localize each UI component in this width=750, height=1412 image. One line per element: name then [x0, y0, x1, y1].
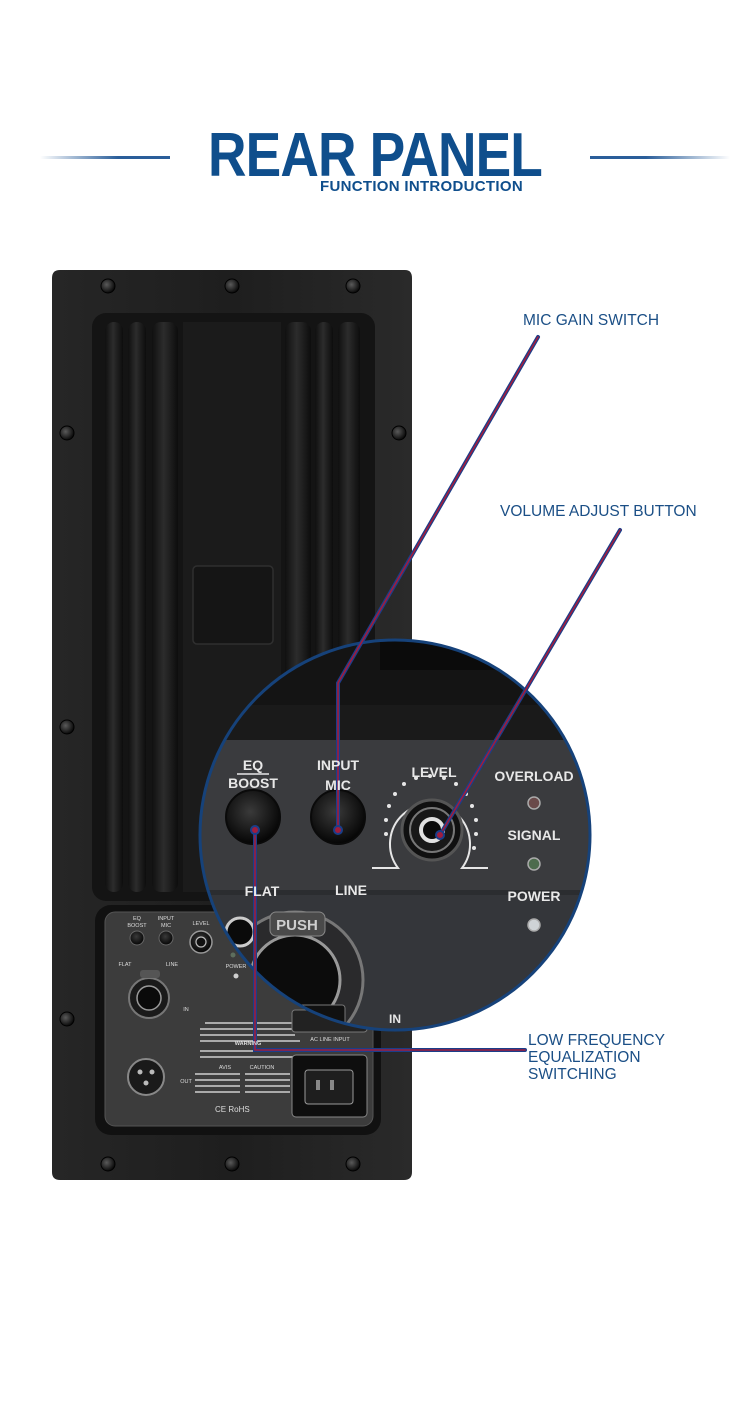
zoom-power-label: POWER	[508, 888, 561, 904]
zoom-boost-label: BOOST	[228, 775, 278, 791]
page-subtitle: FUNCTION INTRODUCTION	[320, 178, 523, 195]
small-warning-label: WARNING	[235, 1041, 262, 1047]
small-in-label: IN	[183, 1007, 189, 1013]
zoom-level-label: LEVEL	[411, 764, 457, 780]
small-power-label: POWER	[226, 964, 247, 970]
small-mic-label: MIC	[161, 923, 171, 929]
title-rule-left	[40, 156, 170, 159]
mic-gain-callout: MIC GAIN SWITCH	[523, 312, 660, 329]
volume-callout: VOLUME ADJUST BUTTON	[500, 503, 697, 520]
page-title: REAR PANEL	[207, 121, 543, 190]
small-panel-labels: EQ BOOST INPUT MIC LEVEL FLAT LINE POWER…	[118, 916, 350, 1114]
small-ac-line-input-label: AC LINE INPUT	[310, 1037, 350, 1043]
zoom-input-label: INPUT	[317, 757, 359, 773]
small-line-label: LINE	[166, 962, 179, 968]
small-eq-label: EQ	[133, 916, 142, 922]
small-boost-label: BOOST	[127, 923, 147, 929]
zoom-overload-label: OVERLOAD	[494, 768, 573, 784]
zoom-push-label: PUSH	[276, 917, 318, 934]
small-avis-label: AVIS	[219, 1065, 231, 1071]
zoom-in-label: IN	[389, 1012, 401, 1026]
small-level-label: LEVEL	[192, 921, 209, 927]
low-frequency-callout-line1: LOW FREQUENCY	[528, 1032, 665, 1049]
title-rule-right	[590, 156, 730, 159]
zoom-flat-label: FLAT	[245, 883, 280, 899]
zoom-eq-label: EQ	[243, 757, 263, 773]
small-flat-label: FLAT	[118, 962, 132, 968]
zoom-signal-label: SIGNAL	[508, 827, 561, 843]
small-out-label: OUT	[180, 1079, 192, 1085]
small-certs-label: CE RoHS	[215, 1105, 250, 1114]
zoom-labels: EQ BOOST INPUT MIC LEVEL OVERLOAD SIGNAL…	[228, 757, 574, 1026]
zoom-mic-label: MIC	[325, 777, 351, 793]
callout-lines	[250, 335, 622, 1052]
small-input-label: INPUT	[158, 916, 175, 922]
low-frequency-callout-line3: SWITCHING	[528, 1066, 617, 1083]
zoom-line-label: LINE	[335, 882, 367, 898]
small-caution-label: CAUTION	[250, 1065, 275, 1071]
low-frequency-callout-line2: EQUALIZATION	[528, 1049, 641, 1066]
